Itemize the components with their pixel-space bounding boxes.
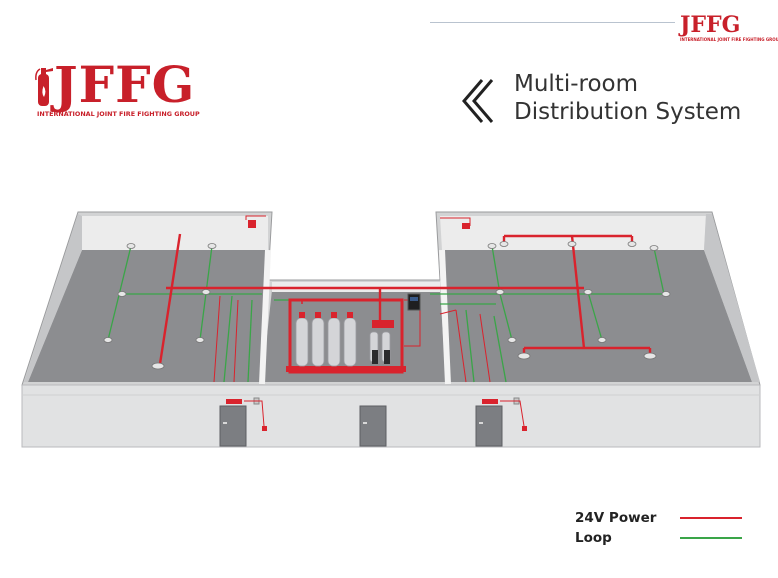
legend-label-loop: Loop: [575, 530, 612, 546]
brand-subtitle: INTERNATIONAL JOINT FIRE FIGHTING GROUP: [37, 110, 200, 118]
legend-label-power: 24V Power: [575, 510, 657, 526]
title-line-2: Distribution System: [514, 99, 742, 125]
title-line-1: Multi-room: [514, 71, 639, 97]
legend-item-power: 24V Power: [575, 508, 742, 528]
brand-name: JFFG: [54, 55, 196, 114]
brand-logo: JFFG INTERNATIONAL JOINT FIRE FIGHTING G…: [34, 60, 224, 126]
alarm-boxes: [248, 220, 470, 229]
front-wall: [21, 384, 761, 448]
control-panel: [407, 293, 421, 311]
power-lines: [158, 233, 652, 365]
door-right: [475, 405, 503, 447]
doors: [219, 397, 527, 447]
legend-swatch-loop: [680, 537, 742, 539]
door-middle: [359, 405, 387, 447]
legend-swatch-power: [680, 517, 742, 519]
back-chevron-icon[interactable]: [460, 78, 496, 124]
brand-subtitle-small: INTERNATIONAL JOINT FIRE FIGHTING GROUP: [680, 37, 778, 42]
legend-item-loop: Loop: [575, 528, 742, 548]
brand-name-small: JFFG: [680, 12, 741, 38]
ceiling-devices: [103, 241, 671, 370]
left-room-back-wall: [82, 216, 268, 250]
header-divider: [430, 22, 675, 23]
legend: 24V Power Loop: [575, 508, 742, 548]
page-title: Multi-room Distribution System: [514, 70, 741, 126]
agent-cylinder-bank: [286, 293, 421, 374]
door-left: [219, 405, 247, 447]
fire-extinguisher-icon: [35, 68, 53, 106]
right-room-floor: [442, 250, 752, 382]
building-walls: [21, 211, 761, 448]
brand-logo-small: JFFG INTERNATIONAL JOINT FIRE FIGHTING G…: [678, 12, 778, 44]
left-room-floor: [28, 250, 268, 382]
